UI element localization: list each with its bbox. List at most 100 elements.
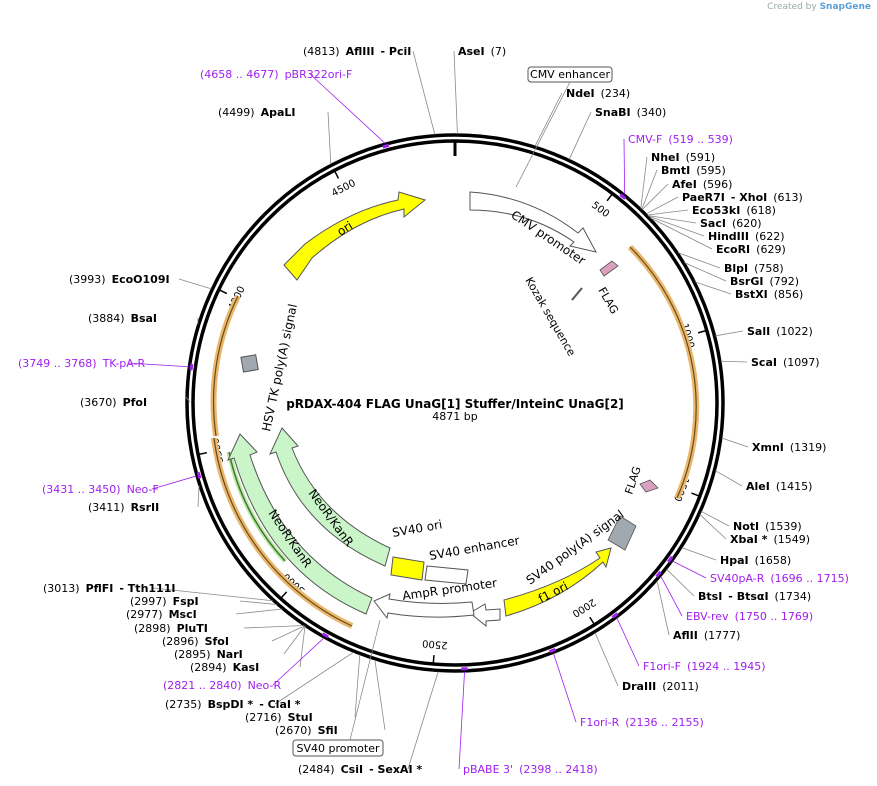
primer-site-label[interactable]: (4658 .. 4677)pBR322ori-F — [200, 68, 352, 81]
site-leader — [534, 92, 563, 147]
restriction-site-label[interactable]: (2670)SfiI — [275, 724, 338, 737]
site-label-part: pBR322ori-F — [285, 68, 353, 81]
tk-orange-arc — [210, 294, 241, 437]
restriction-site-label[interactable]: HindIII(622) — [708, 230, 785, 243]
site-label-part: - BtsαI — [728, 590, 768, 603]
restriction-site-label[interactable]: (2484)CsiI- SexAI * — [298, 763, 422, 776]
restriction-site-label[interactable]: AflII(1777) — [673, 629, 740, 642]
site-label-part: CsiI — [341, 763, 363, 776]
restriction-site-label[interactable]: XmnI(1319) — [752, 441, 826, 454]
primer-site-label[interactable]: EBV-rev(1750 .. 1769) — [686, 610, 813, 623]
restriction-site-label[interactable]: NdeI(234) — [566, 87, 630, 100]
restriction-site-label[interactable]: SalI(1022) — [747, 325, 813, 338]
site-label-part: (2977) — [126, 608, 163, 621]
restriction-site-label[interactable]: EcoRI(629) — [716, 243, 786, 256]
restriction-site-label[interactable]: NheI(591) — [651, 151, 715, 164]
primer-site-label[interactable]: (3749 .. 3768)TK-pA-R — [18, 357, 146, 370]
restriction-site-label[interactable]: XbaI *(1549) — [730, 533, 810, 546]
site-label-part: PaeR7I — [682, 191, 725, 204]
sv40-promoter-box[interactable] — [292, 739, 384, 757]
restriction-site-label[interactable]: (2716)StuI — [245, 711, 313, 724]
primer-site-label[interactable]: pBABE 3'(2398 .. 2418) — [463, 763, 598, 776]
sv40-enhancer-feature[interactable] — [424, 565, 469, 585]
restriction-site-label[interactable]: AleI(1415) — [746, 480, 812, 493]
tk-orange-arc-core — [212, 295, 239, 437]
restriction-site-label[interactable]: (2896)SfoI — [162, 635, 229, 648]
site-leader — [695, 281, 732, 295]
tick-mark — [280, 591, 288, 600]
site-leader — [458, 671, 465, 770]
snapgene-logo: SnapGene — [819, 2, 871, 12]
restriction-site-label[interactable]: (2977) MscI — [126, 608, 197, 621]
restriction-site-label[interactable]: (2997)FspI — [130, 595, 199, 608]
restriction-site-label[interactable]: AseI(7) — [458, 45, 506, 58]
hsv-polya-box[interactable] — [240, 354, 259, 373]
restriction-site-label[interactable]: (2894)KasI — [190, 661, 259, 674]
f1-ori-feature[interactable] — [503, 547, 612, 617]
restriction-site-label[interactable]: BstXI(856) — [735, 288, 803, 301]
restriction-site-label[interactable]: BlpI(758) — [724, 262, 784, 275]
sv40-ori-feature[interactable] — [390, 556, 425, 581]
cmv-promoter-feature[interactable] — [469, 191, 597, 253]
restriction-site-label[interactable]: ScaI(1097) — [751, 356, 820, 369]
primer-site-label[interactable]: F1ori-F(1924 .. 1945) — [643, 660, 766, 673]
site-leader-lines — [127, 50, 749, 770]
ampr-promoter-small-arrow[interactable] — [469, 603, 501, 628]
restriction-site-label[interactable]: NotI(1539) — [733, 520, 802, 533]
restriction-site-label[interactable]: HpaI(1658) — [720, 554, 791, 567]
ampr-promoter-feature[interactable] — [373, 593, 475, 620]
restriction-site-label[interactable]: (4813)AflIII- PciI — [303, 45, 411, 58]
restriction-site-label[interactable]: SnaBI(340) — [595, 106, 666, 119]
restriction-site-label[interactable]: BmtI(595) — [661, 164, 726, 177]
restriction-site-label[interactable]: AfeI(596) — [672, 178, 732, 191]
restriction-site-label[interactable]: SacI(620) — [700, 217, 762, 230]
primer-bar — [189, 363, 194, 371]
primer-site-label[interactable]: (3431 .. 3450)Neo-F — [42, 483, 159, 496]
neo-orange-arc-core — [213, 437, 353, 627]
site-label-part: HpaI — [720, 554, 749, 567]
neor-kanr-inner-feature[interactable] — [269, 427, 391, 567]
primer-site-label[interactable]: (2821 .. 2840)Neo-R — [163, 679, 281, 692]
primer-site-label[interactable]: SV40pA-R(1696 .. 1715) — [710, 572, 849, 585]
site-label-part: SnaBI — [595, 106, 631, 119]
primer-site-label[interactable]: CMV-F(519 .. 539) — [628, 133, 733, 146]
neor-kanr-outer-feature[interactable] — [227, 433, 373, 615]
flag1-feature[interactable] — [599, 260, 619, 277]
restriction-site-label[interactable]: (3411)RsrII — [88, 501, 159, 514]
restriction-site-label[interactable]: BsrGI(792) — [730, 275, 799, 288]
restriction-site-label[interactable]: (3670)PfoI — [80, 396, 147, 409]
sv40-polya-box[interactable] — [607, 515, 637, 551]
site-label-part: PfoI — [123, 396, 148, 409]
restriction-site-label[interactable]: (2898)PluTI — [134, 622, 208, 635]
restriction-site-label[interactable]: (2735)BspDI *- ClaI * — [165, 698, 301, 711]
site-label-part: (3749 .. 3768) — [18, 357, 97, 370]
site-label-part: MscI — [169, 608, 197, 621]
restriction-site-label[interactable]: DraIII(2011) — [622, 680, 699, 693]
site-leader — [407, 671, 439, 770]
ori-feature[interactable] — [283, 191, 427, 281]
restriction-site-label[interactable]: PaeR7I- XhoI(613) — [682, 191, 803, 204]
site-leader — [453, 50, 458, 135]
restriction-site-label[interactable]: (4499)ApaLI — [218, 106, 296, 119]
site-label-part: (1319) — [790, 441, 827, 454]
restriction-site-label[interactable]: (3013)PflFI- Tth111I — [43, 582, 175, 595]
restriction-site-label[interactable]: Eco53kI(618) — [692, 204, 776, 217]
flag2-feature[interactable] — [639, 479, 659, 493]
site-leader — [594, 632, 619, 687]
primer-bar — [655, 570, 662, 578]
primer-site-label[interactable]: F1ori-R(2136 .. 2155) — [580, 716, 704, 729]
restriction-site-label[interactable]: (3993)EcoO109I — [69, 273, 170, 286]
site-label-part: PluTI — [177, 622, 208, 635]
site-leader — [656, 580, 670, 636]
site-label-part: (1022) — [776, 325, 813, 338]
restriction-site-label[interactable]: (2895)NarI — [174, 648, 243, 661]
site-label-part: - ClaI * — [259, 698, 301, 711]
site-label-part: (758) — [754, 262, 784, 275]
restriction-site-label[interactable]: BtsI- BtsαI(1734) — [698, 590, 811, 603]
snapgene-credit: Created by SnapGene — [767, 2, 871, 12]
site-leader — [235, 608, 283, 615]
tick-label: 2500 — [422, 637, 448, 650]
site-leader — [239, 600, 277, 605]
restriction-site-label[interactable]: (3884)BsaI — [88, 312, 157, 325]
site-label-part: KasI — [233, 661, 260, 674]
